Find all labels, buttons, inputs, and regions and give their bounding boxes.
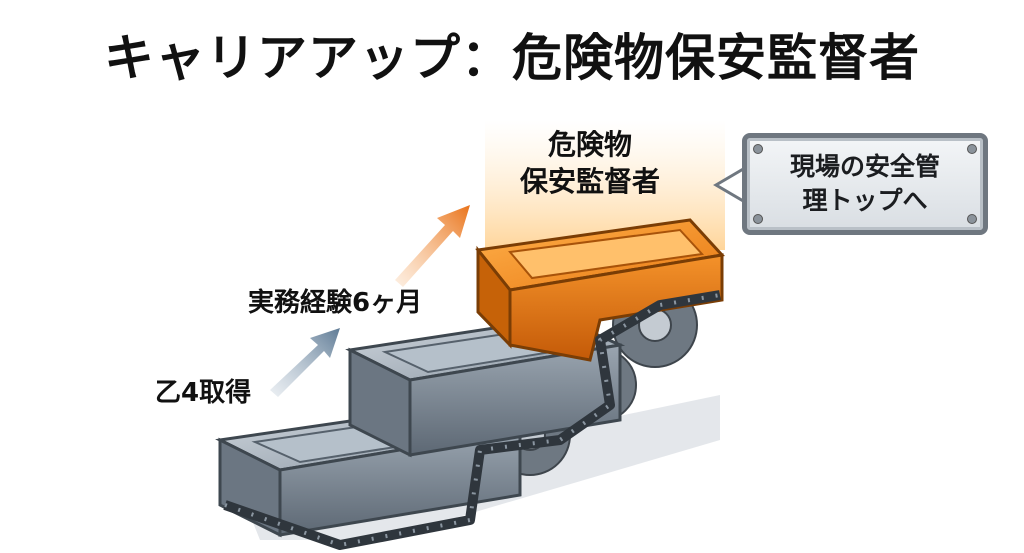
step-1-label: 乙4取得	[155, 378, 252, 408]
sign-line2: 理トップへ	[802, 186, 928, 215]
bolt-icon	[967, 144, 977, 154]
page-title: キャリアアップ：危険物保安監督者	[104, 29, 920, 87]
info-sign: 現場の安全管 理トップへ	[742, 133, 988, 235]
step-3-label: 危険物 保安監督者	[500, 126, 680, 200]
bolt-icon	[753, 144, 763, 154]
sign-line1: 現場の安全管	[789, 152, 940, 181]
step-3-label-line2: 保安監督者	[519, 165, 660, 198]
conveyor-belt	[223, 290, 721, 550]
step-3-label-line1: 危険物	[547, 128, 632, 161]
step-2-label: 実務経験6ヶ月	[248, 288, 423, 318]
bolt-icon	[967, 214, 977, 224]
step-3-block	[475, 218, 725, 362]
bolt-icon	[753, 214, 763, 224]
arrow-up-icon	[395, 205, 470, 287]
arrow-up-icon	[270, 328, 340, 397]
top-glow	[485, 120, 725, 250]
